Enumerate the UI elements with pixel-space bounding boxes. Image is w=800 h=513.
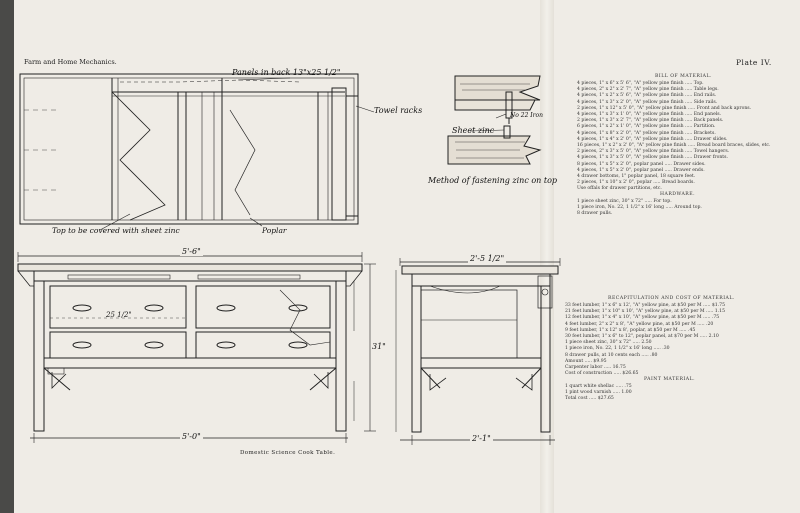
recap-line: 8 drawer pulls, at 10 cents each ..... .… xyxy=(565,352,658,358)
hardware-title: HARDWARE. xyxy=(660,192,696,197)
zinc-fastening-detail xyxy=(447,75,542,165)
bill-line: 4 pieces, 1" x 3" x 1' 0", "A" yellow pi… xyxy=(577,112,722,118)
figure-caption: Domestic Science Cook Table. xyxy=(240,450,336,456)
top-covered-label: Top to be covered with sheet zinc xyxy=(52,226,180,235)
bill-title: BILL OF MATERIAL. xyxy=(655,74,712,79)
bill-line: 4 pieces, 1" x 4" x 2' 0", "A" yellow pi… xyxy=(577,136,728,142)
front-base-dimension: 5'-0" xyxy=(180,432,203,441)
end-elevation xyxy=(395,258,561,445)
bill-line: 2 pieces, 1" x 12" x 5' 0", "A" yellow p… xyxy=(577,105,752,111)
bill-line: 6 pieces, 1" x 2" x 1' 0", "A" yellow pi… xyxy=(577,124,716,130)
bill-line: 4 drawer bottoms, 1" poplar panel, 18 sq… xyxy=(577,174,696,180)
front-width-dimension: 5'-6" xyxy=(180,247,203,256)
bill-line: 8 pieces, 1" x 5" x 2' 0", poplar panel … xyxy=(577,161,706,167)
top-plan-view xyxy=(19,73,375,231)
hardware-line: 8 drawer pulls. xyxy=(577,211,613,217)
plate-sheet xyxy=(14,0,800,513)
recap-line: 21 feet lumber, 1" x 10" x 10', "A" yell… xyxy=(565,309,726,315)
method-caption: Method of fastening zinc on top xyxy=(428,176,558,185)
recap-line: 12 feet lumber, 1" x 4" x 10', "A" yello… xyxy=(565,315,720,321)
side-width-dimension: 2'-5 1/2" xyxy=(468,254,507,263)
bill-line: 4 pieces, 1" x 2" x 5' 6", "A" yellow pi… xyxy=(577,93,717,99)
panels-label: Panels in back 13"x25 1/2" xyxy=(232,68,341,77)
plate-number: Plate IV. xyxy=(736,58,772,67)
recap-line: 9 feet lumber, 1" x 12" x 8', poplar, at… xyxy=(565,327,696,333)
front-elevation xyxy=(17,252,376,443)
recap-line: 4 feet lumber, 2" x 2" x 8', "A" yellow … xyxy=(565,321,714,327)
hardware-list: 1 piece sheet zinc, 30" x 72" ..... For … xyxy=(577,199,702,218)
towel-racks-label: Towel racks xyxy=(374,106,423,115)
bill-line: 2 pieces, 2" x 3" x 5' 0", "A" yellow pi… xyxy=(577,149,730,155)
recap-line: Carpenter labor ..... 16.75 xyxy=(565,365,626,371)
bill-of-material: 4 pieces, 1" x 6" x 5' 6", "A" yellow pi… xyxy=(577,81,770,193)
bill-line: 2 pieces, 1" x 3" x 2' 7", "A" yellow pi… xyxy=(577,118,724,124)
side-base-dimension: 2'-1" xyxy=(470,434,493,443)
paint-title: PAINT MATERIAL. xyxy=(644,377,696,382)
recap-line: 30 feet lumber, 1" x 6" to 12", poplar p… xyxy=(565,334,719,340)
book-title: Farm and Home Mechanics. xyxy=(24,58,117,66)
recap-line: Cost of construction ..... $26.65 xyxy=(565,371,639,377)
paint-line: Total cost ..... $27.65 xyxy=(565,396,614,402)
bill-line: 16 pieces, 1" x 2" x 2' 0", "A" yellow p… xyxy=(577,143,771,149)
paint-line: 1 pint wood varnish ..... 1.00 xyxy=(565,390,632,396)
drawer-dimension: 25 1/2" xyxy=(106,311,132,319)
bill-line: 4 pieces, 1" x 3" x 5' 0", "A" yellow pi… xyxy=(577,155,728,161)
recap-line: 1 piece iron, No. 22, 1 1/2" x 16' long … xyxy=(565,346,670,352)
recap-line: Amount ..... $9.95 xyxy=(565,358,607,364)
height-dimension: 31" xyxy=(372,342,386,351)
sheet-zinc-label: Sheet zinc xyxy=(452,126,495,135)
bill-line: 4 pieces, 1" x 3" x 2' 0", "A" yellow pi… xyxy=(577,99,718,105)
recap-list: 33 feet lumber, 1" x 6" x 12', "A" yello… xyxy=(565,303,725,377)
bill-line: 4 pieces, 1" x 8" x 2' 0", "A" yellow pi… xyxy=(577,130,716,136)
recap-line: 33 feet lumber, 1" x 6" x 12', "A" yello… xyxy=(565,303,726,308)
iron-label: No 22 Iron xyxy=(510,112,544,119)
bill-line: 2 pieces, 1" x 10" x 2' 0", poplar .....… xyxy=(577,180,695,186)
poplar-label: Poplar xyxy=(262,226,287,235)
bill-line: 4 pieces, 1" x 5" x 2' 0", poplar panel … xyxy=(577,167,705,173)
bill-line: 4 pieces, 1" x 6" x 5' 6", "A" yellow pi… xyxy=(577,81,704,86)
paint-line: 1 quart white shellac ..... .75 xyxy=(565,384,632,389)
recap-line: 1 piece sheet zinc, 30" x 72" ..... 2.50 xyxy=(565,340,652,346)
hardware-line: 1 piece iron, No. 22, 1 1/2" x 16' long … xyxy=(577,205,702,211)
bill-line: 4 pieces, 2" x 2" x 2' 7", "A" yellow pi… xyxy=(577,87,719,93)
hardware-line: 1 piece sheet zinc, 30" x 72" ..... For … xyxy=(577,199,672,204)
bill-line: Use offals for drawer partitions, etc. xyxy=(577,186,662,192)
recap-title: RECAPITULATION AND COST OF MATERIAL. xyxy=(608,296,735,301)
